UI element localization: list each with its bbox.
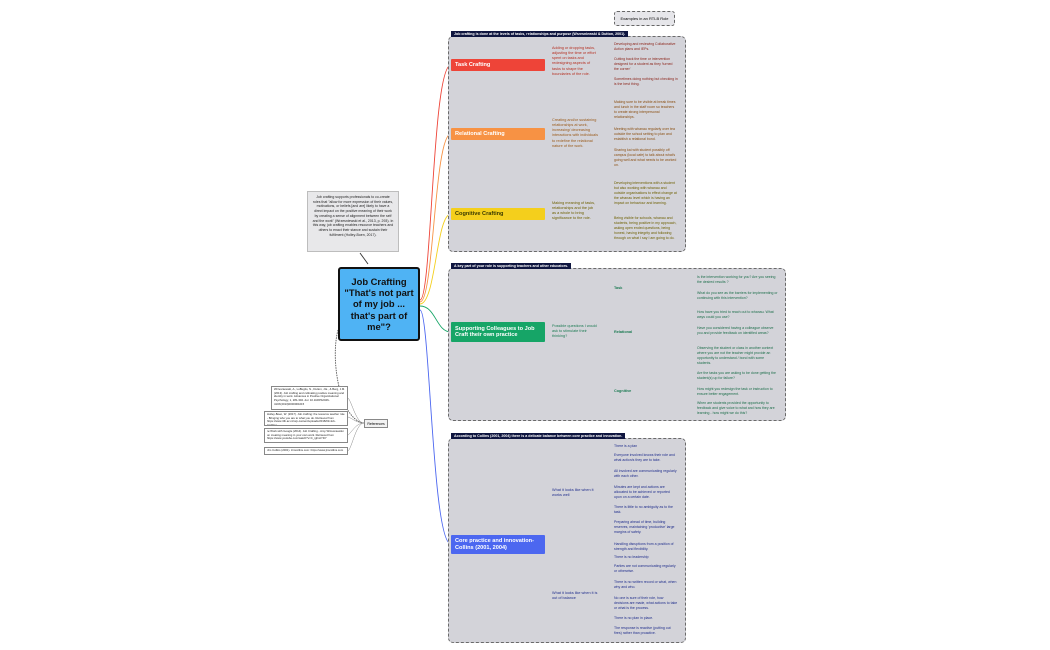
task-example: Sometimes doing nothing but checking in … [614, 77, 678, 86]
out-of-balance-item: There is no written record or what, when… [614, 580, 677, 589]
out-of-balance-item: There is no leadership [614, 555, 649, 559]
branch-task-crafting[interactable]: Task Crafting [451, 59, 545, 71]
works-well-item: There is little to no ambiguity as to th… [614, 505, 673, 514]
out-of-balance-label[interactable]: What it looks like when it is out of bal… [552, 591, 598, 601]
branch-core-practice[interactable]: Core practice and innovation- Collins (2… [451, 535, 545, 554]
branch-relational-crafting[interactable]: Relational Crafting [451, 128, 545, 140]
works-well-item: All involved are communicating regularly… [614, 469, 677, 478]
relational-example: Making sure to be visible at break times… [614, 100, 676, 119]
group-supporting-box [448, 268, 786, 421]
question-item: Are the tasks you are asking to be done … [697, 371, 776, 380]
sub-relational[interactable]: Relational [614, 330, 633, 334]
reference-item[interactable]: re:Work with Google (2014). Job Crafting… [264, 428, 348, 443]
relational-example: Sharing kai with student possibly off ca… [614, 148, 677, 167]
works-well-item: There is a plan [614, 444, 638, 448]
relational-example: Meeting with whanau regularly over tea o… [614, 127, 675, 141]
connector-task [419, 64, 452, 301]
question-item: Have you considered having a colleague o… [697, 326, 774, 335]
reference-item[interactable]: Jim Collins (2001). Jimcollins.com: http… [264, 447, 348, 455]
out-of-balance-item: No one is sure of their role, how decisi… [614, 596, 678, 610]
out-of-balance-item: Parties are not communicating regularly … [614, 564, 676, 573]
central-topic[interactable]: Job Crafting "That's not part of my job … [338, 267, 420, 341]
sub-cognitive[interactable]: Cognitive [614, 389, 632, 393]
task-example: Cutting back the time or intervention de… [614, 57, 673, 71]
references-label[interactable]: References [364, 419, 388, 428]
cognitive-crafting-description: Making meaning of tasks, relationships a… [552, 201, 596, 221]
question-item: Is the intervention working for you? Are… [697, 275, 776, 284]
group-levels-title: Job crafting is done at the levels of ta… [451, 31, 629, 37]
reference-item[interactable]: Wrzesniewski, A., LoBuglio, N., Dutton, … [271, 386, 348, 410]
branch-cognitive-crafting[interactable]: Cognitive Crafting [451, 208, 545, 220]
out-of-balance-item: The response is reactive (putting out fi… [614, 626, 671, 635]
examples-note[interactable]: Examples in an RTLB Role [614, 11, 675, 26]
connector-relational [419, 133, 452, 303]
supporting-description: Possible questions I would ask to stimul… [552, 324, 597, 339]
cognitive-example: Being visible for schools, whanau and st… [614, 216, 677, 240]
connector-refs [334, 329, 365, 424]
question-item: When are students provided the opportuni… [697, 401, 775, 415]
works-well-item: Preparing ahead of time, building reserv… [614, 520, 675, 534]
group-supporting-title: A key part of your role is supporting te… [451, 263, 572, 269]
connector-colleagues [419, 305, 452, 333]
question-item: How have you tried to reach out to whana… [697, 310, 774, 319]
connector-cognitive [419, 213, 452, 305]
works-well-label[interactable]: What it looks like when it works well [552, 488, 594, 498]
task-crafting-description: Adding or dropping tasks, adjusting the … [552, 46, 596, 76]
connector-core [419, 309, 452, 545]
cognitive-example: Developing interventions with a student … [614, 181, 677, 205]
reference-item[interactable]: Holley-Boen, W. (2017). Job crafting: th… [264, 411, 348, 426]
question-item: Observing the student or class in anothe… [697, 346, 774, 365]
works-well-item: Everyone involved knows their role and w… [614, 453, 675, 462]
out-of-balance-item: There is no plan in place. [614, 616, 654, 620]
branch-supporting-colleagues[interactable]: Supporting Colleagues to Job Craft their… [451, 322, 545, 342]
connector-intro [359, 252, 369, 265]
question-item: What do you see as the barriers for impl… [697, 291, 778, 300]
works-well-item: Minutes are kept and actions are allocat… [614, 485, 670, 499]
group-core-title: According to Collins (2001, 2004) there … [451, 433, 626, 439]
sub-task[interactable]: Task [614, 286, 623, 290]
task-example: Developing and reviewing Collaborative A… [614, 42, 676, 51]
intro-note[interactable]: Job crafting supports professionals to c… [307, 191, 399, 252]
relational-crafting-description: Creating and/or sustaining relationships… [552, 118, 599, 148]
question-item: How might you redesign the task or instr… [697, 387, 773, 396]
works-well-item: Handling disruptions from a position of … [614, 542, 674, 551]
